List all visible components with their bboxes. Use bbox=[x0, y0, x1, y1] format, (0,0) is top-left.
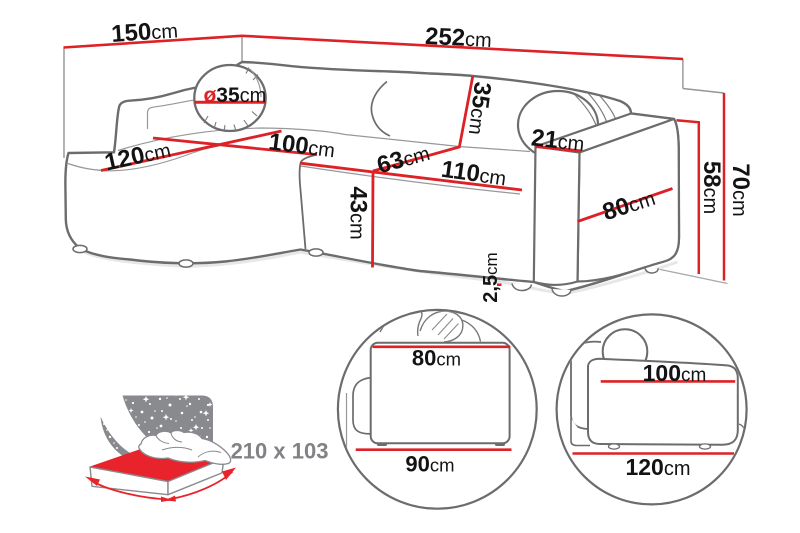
svg-text:150cm: 150cm bbox=[110, 16, 178, 48]
svg-text:35cm: 35cm bbox=[463, 80, 496, 136]
svg-text:80cm: 80cm bbox=[412, 346, 461, 371]
svg-text:100cm: 100cm bbox=[643, 360, 707, 386]
svg-text:21cm: 21cm bbox=[530, 124, 586, 156]
svg-text:ø35cm: ø35cm bbox=[203, 84, 266, 107]
svg-text:70cm: 70cm bbox=[727, 163, 754, 216]
svg-text:100cm: 100cm bbox=[267, 128, 337, 163]
svg-text:43cm: 43cm bbox=[344, 186, 371, 239]
svg-text:252cm: 252cm bbox=[424, 23, 492, 53]
svg-text:2,5cm: 2,5cm bbox=[480, 252, 502, 302]
svg-text:110cm: 110cm bbox=[440, 156, 509, 192]
svg-text:210 x 103: 210 x 103 bbox=[231, 439, 329, 464]
svg-text:58cm: 58cm bbox=[698, 161, 725, 214]
svg-text:90cm: 90cm bbox=[405, 451, 454, 476]
svg-text:120cm: 120cm bbox=[625, 454, 690, 480]
